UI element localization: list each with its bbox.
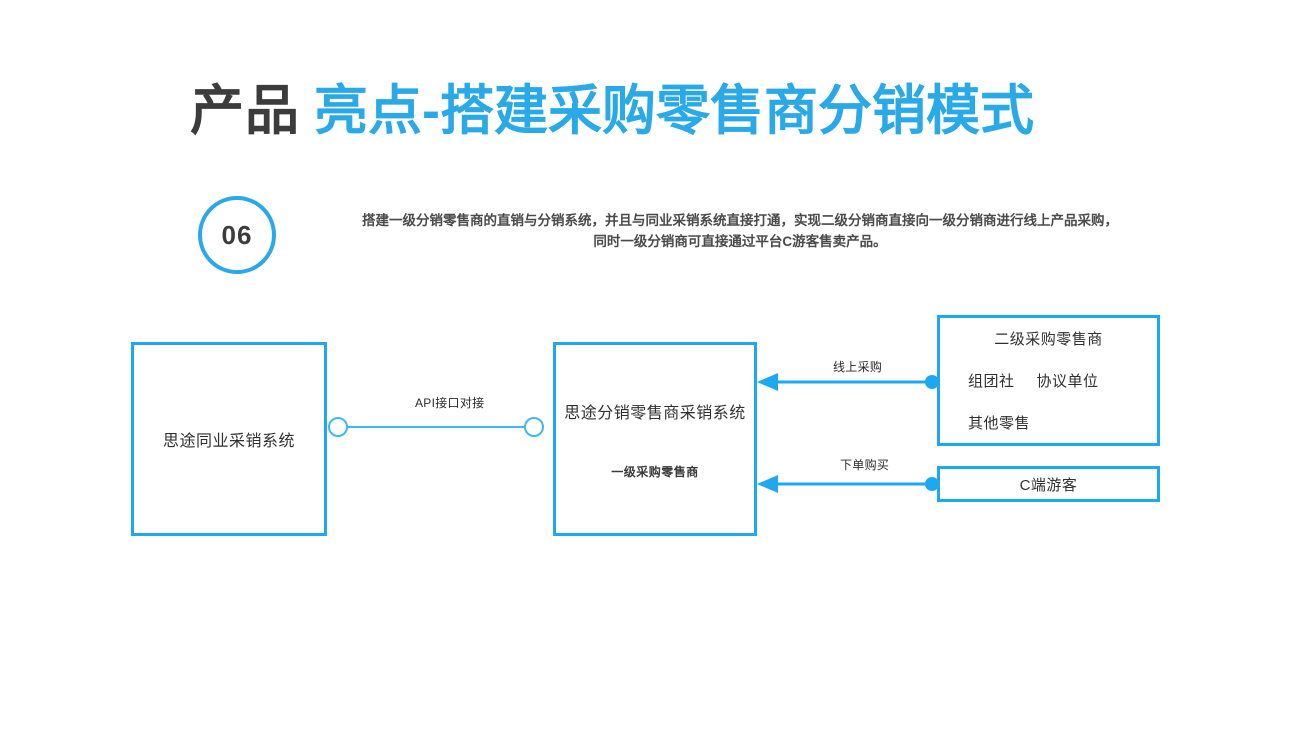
node-distribution-system-subtitle: 一级采购零售商 xyxy=(611,465,699,479)
node-distribution-system-title: 思途分销零售商采销系统 xyxy=(564,405,746,422)
edge-label-online-purchase: 线上采购 xyxy=(833,360,883,374)
node-supply-system-body: 思途同业采销系统 xyxy=(134,345,324,533)
connector-online-purchase xyxy=(757,373,939,391)
node-level2-retailer-row1-item-b: 协议单位 xyxy=(1036,372,1099,390)
page-title-main: 亮点-搭建采购零售商分销模式 xyxy=(314,81,1034,141)
node-supply-system[interactable]: 思途同业采销系统 xyxy=(131,342,327,536)
node-c-end-tourist[interactable]: C端游客 xyxy=(937,466,1160,502)
api-endpoint-left-icon xyxy=(328,417,348,437)
page-title: 产品 亮点-搭建采购零售商分销模式 xyxy=(190,78,1034,144)
node-distribution-system[interactable]: 思途分销零售商采销系统 一级采购零售商 xyxy=(553,342,757,536)
api-endpoint-right-icon xyxy=(524,417,544,437)
node-supply-system-label: 思途同业采销系统 xyxy=(162,433,295,450)
edge-label-api: API接口对接 xyxy=(415,396,485,410)
node-c-end-tourist-label: C端游客 xyxy=(1019,476,1078,494)
description-line-1: 搭建一级分销零售商的直销与分销系统，并且与同业采销系统直接打通，实现二级分销商直… xyxy=(362,213,1118,228)
node-distribution-system-body: 思途分销零售商采销系统 一级采购零售商 xyxy=(556,345,754,533)
node-level2-retailer-row-2: 其他零售 xyxy=(968,414,1031,432)
node-c-end-tourist-body: C端游客 xyxy=(940,469,1157,499)
connector-api xyxy=(328,417,544,437)
node-level2-retailer[interactable]: 二级采购零售商 组团社 协议单位 其他零售 xyxy=(937,315,1160,446)
node-level2-retailer-heading: 二级采购零售商 xyxy=(994,331,1103,349)
section-number-badge: 06 xyxy=(198,196,276,274)
node-level2-retailer-body: 二级采购零售商 组团社 协议单位 其他零售 xyxy=(940,318,1157,443)
online-purchase-arrowhead-icon xyxy=(757,373,778,391)
node-level2-retailer-row-1: 组团社 协议单位 xyxy=(968,370,1129,391)
connector-place-order xyxy=(757,475,939,493)
section-number-text: 06 xyxy=(221,219,253,250)
page-title-prefix: 产品 xyxy=(190,81,300,141)
place-order-arrowhead-icon xyxy=(757,475,778,493)
section-description: 搭建一级分销零售商的直销与分销系统，并且与同业采销系统直接打通，实现二级分销商直… xyxy=(300,210,1180,252)
description-line-2: 同时一级分销商可直接通过平台C游客售卖产品。 xyxy=(593,234,887,249)
node-level2-retailer-row1-item-a: 组团社 xyxy=(968,372,1015,390)
edge-label-place-order: 下单购买 xyxy=(840,458,890,472)
